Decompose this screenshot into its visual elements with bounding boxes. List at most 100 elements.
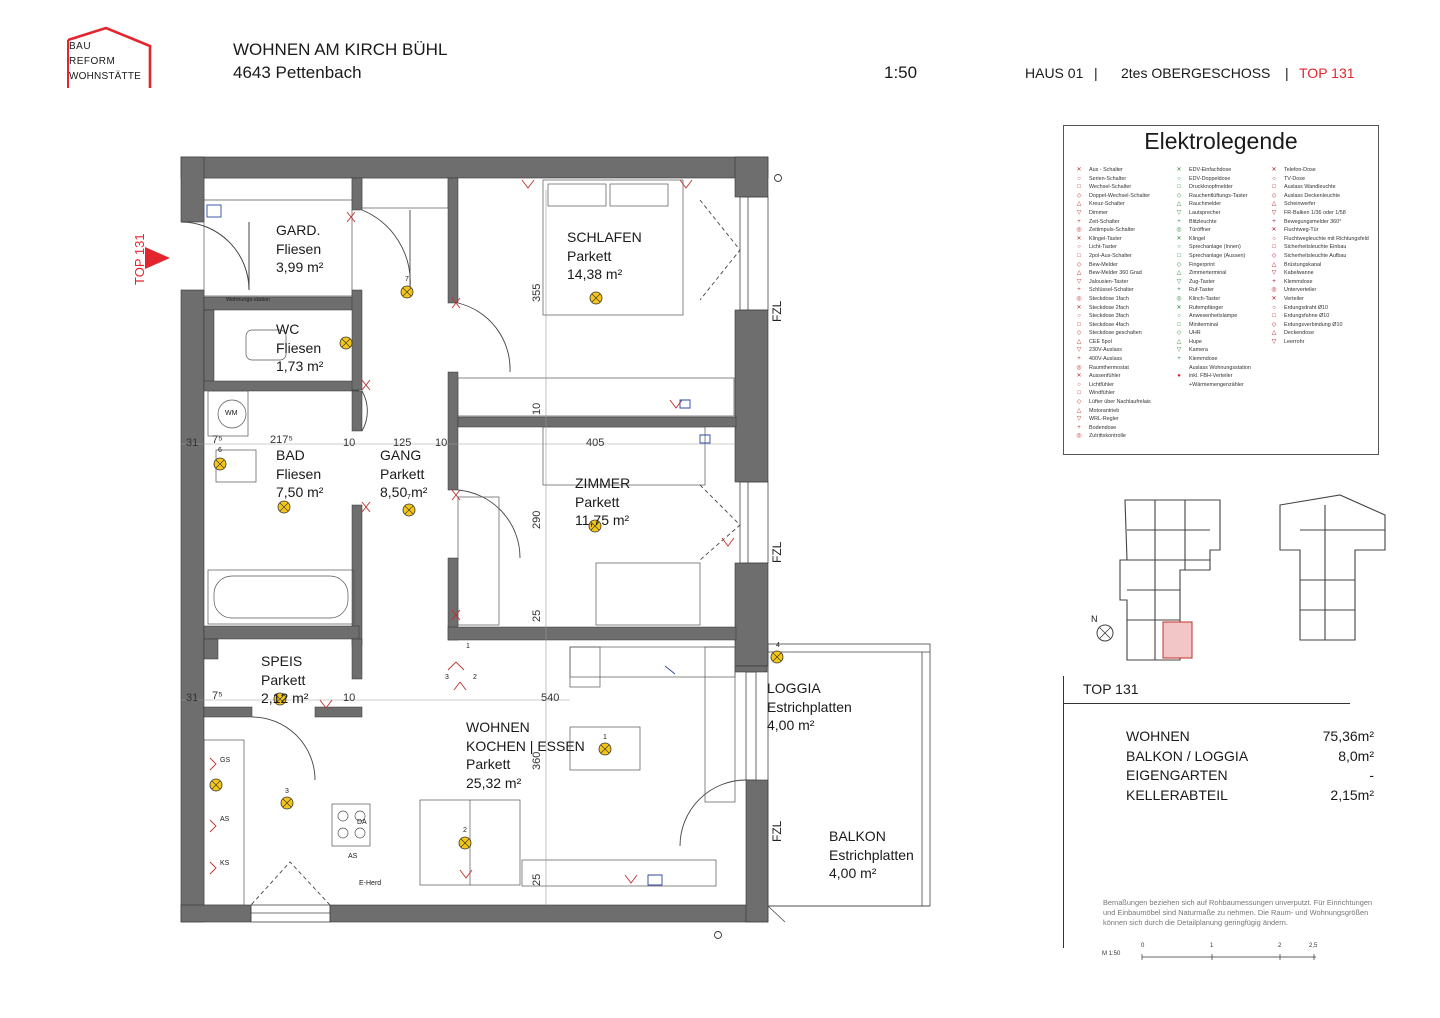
- room-floor: Fliesen: [276, 339, 322, 356]
- legend-item: ◇UHR: [1172, 329, 1259, 338]
- room-gard: GARD. Fliesen 3,99 m²: [276, 221, 323, 277]
- appliance-as-1: AS: [220, 816, 230, 823]
- entry-label: TOP 131: [132, 233, 147, 285]
- legend-label: Leerrohr: [1284, 338, 1305, 345]
- legend-label: Doppel-Wechsel-Schalter: [1089, 192, 1151, 199]
- legend-symbol-icon: □: [1177, 321, 1181, 328]
- room-balkon: BALKON Estrichplatten 4,00 m²: [829, 827, 914, 883]
- legend-label: Schlüssel-Schalter: [1089, 287, 1134, 294]
- legend-label: FR-Balken 1/36 oder 1/58: [1284, 209, 1346, 216]
- legend-item: ○Steckdose 3fach: [1072, 312, 1151, 321]
- legend-symbol-icon: ◇: [1271, 321, 1277, 328]
- dim-405: 405: [586, 437, 605, 449]
- legend-symbol-icon: □: [1272, 313, 1276, 320]
- legend-label: Auslass Wandleuchte: [1284, 184, 1336, 191]
- legend-symbol-icon: ◇: [1076, 399, 1082, 406]
- legend-item: ▽Dimmer: [1072, 209, 1151, 218]
- legend-item: +Ruf-Taster: [1172, 286, 1259, 295]
- summary-label: EIGENGARTEN: [1126, 767, 1228, 783]
- summary-row-balkon: BALKON / LOGGIA 8,0m²: [1126, 748, 1374, 764]
- legend-label: Sicherheitsleuchte Aufbau: [1284, 252, 1347, 259]
- legend-item: △Scheinwerfer: [1267, 200, 1369, 209]
- project-address: 4643 Pettenbach: [233, 63, 362, 82]
- legend-label: Unterverteiler: [1284, 287, 1317, 294]
- legend-label: Brüstungskanal: [1284, 261, 1322, 268]
- legend-label: WRL-Regler: [1089, 416, 1119, 423]
- appliance-e-herd: E-Herd: [359, 880, 382, 887]
- legend-symbol-icon: ▽: [1076, 278, 1082, 285]
- legend-item: +Blitzleuchte: [1172, 218, 1259, 227]
- legend-item: △Hupe: [1172, 338, 1259, 347]
- key-plan: [1096, 494, 1386, 661]
- legend-item: ▽Kabelwanne: [1267, 269, 1369, 278]
- legend-label: Kabelwanne: [1284, 270, 1314, 277]
- legend-label: Klingel-Taster: [1089, 235, 1122, 242]
- legend-item: ✕Klingel-Taster: [1072, 235, 1151, 244]
- circuit-number: 1: [603, 734, 607, 741]
- legend-symbol-icon: ◇: [1076, 261, 1082, 268]
- legend-label: Blitzleuchte: [1189, 218, 1217, 225]
- summary-label: BALKON / LOGGIA: [1126, 748, 1249, 764]
- legend-symbol-icon: △: [1176, 201, 1182, 208]
- dim-75a: 7⁵: [212, 434, 223, 446]
- room-gang: GANG Parkett 8,50 m²: [380, 446, 427, 502]
- legend-item: ◎Zeitimpuls-Schalter: [1072, 226, 1151, 235]
- legend-label: Zeit-Schalter: [1089, 218, 1120, 225]
- legend-item: ○Serien-Schalter: [1072, 175, 1151, 184]
- legend-symbol-icon: ▽: [1076, 416, 1082, 423]
- scale-label-0: 0: [1141, 943, 1145, 949]
- unit-label: TOP 131: [1299, 65, 1355, 81]
- circuit-number: 2: [463, 827, 467, 834]
- legend-label: TV-Dose: [1284, 175, 1305, 182]
- legend-label: Erdungsverbindung Ø10: [1284, 321, 1343, 328]
- room-name: GANG: [380, 447, 422, 463]
- legend-symbol-icon: ○: [1177, 244, 1181, 251]
- appliance-da: DA: [357, 819, 367, 826]
- legend-item: ▽Zug-Taster: [1172, 278, 1259, 287]
- room-floor: Parkett: [575, 493, 620, 510]
- legend-label: Lautsprecher: [1189, 209, 1221, 216]
- legend-item: ▽230V-Auslass: [1072, 346, 1151, 355]
- legend-item: ◎Steckdose 1fach: [1072, 295, 1151, 304]
- legend-symbol-icon: +: [1272, 278, 1276, 285]
- legend-symbol-icon: ✕: [1076, 373, 1082, 380]
- legend-symbol-icon: □: [1272, 244, 1276, 251]
- legend-symbol-icon: ▽: [1176, 209, 1182, 216]
- north-arrow-label: N: [1091, 614, 1098, 624]
- legend-label: Motorantrieb: [1089, 407, 1120, 414]
- room-name: BAD: [276, 447, 305, 463]
- legend-label: Windfühler: [1089, 390, 1115, 397]
- room-floor: Parkett: [261, 671, 306, 688]
- legend-symbol-icon: ✕: [1271, 295, 1277, 302]
- legend-item: □Druckknopfmelder: [1172, 183, 1259, 192]
- room-floor: Fliesen: [276, 240, 322, 257]
- legend-label: Fingerprint: [1189, 261, 1215, 268]
- legend-item: ◇Lüfter über Nachlaufrelais: [1072, 398, 1151, 407]
- legend-symbol-icon: +: [1177, 356, 1181, 363]
- legend-item: ✕EDV-Einfachdose: [1172, 166, 1259, 175]
- legend-item: ◇Sicherheitsleuchte Aufbau: [1267, 252, 1369, 261]
- legend-symbol-icon: △: [1271, 330, 1277, 337]
- legend-label: Fluchtwegleuchte mit Richtungsfeld: [1284, 235, 1369, 242]
- legend-symbol-icon: ✕: [1176, 304, 1182, 311]
- appliance-wohnungsstation: Wohnungs-station: [226, 297, 271, 303]
- legend-item: △Zimmerterminal: [1172, 269, 1259, 278]
- legend-symbol-icon: ✕: [1271, 167, 1277, 173]
- legend-symbol-icon: ○: [1077, 381, 1081, 388]
- room-wc: WC Fliesen 1,73 m²: [276, 320, 323, 376]
- legend-label: Steckdose 1fach: [1089, 295, 1129, 302]
- legend-symbol-icon: ▽: [1271, 209, 1277, 216]
- legend-label: Miniterminal: [1189, 321, 1219, 328]
- legend-symbol-icon: +: [1272, 218, 1276, 225]
- legend-item: ✕Klingel: [1172, 235, 1259, 244]
- legend-item: ▽Leerrohr: [1267, 338, 1369, 347]
- legend-symbol-icon: ○: [1077, 244, 1081, 251]
- legend-symbol-icon: △: [1076, 407, 1082, 414]
- scale-bar: [1141, 954, 1316, 960]
- legend-item: ○Licht-Taster: [1072, 243, 1151, 252]
- legend-symbol-icon: △: [1076, 338, 1082, 345]
- legend-symbol-icon: ○: [1272, 304, 1276, 311]
- legend-item: ▽ WRL-Regler: [1072, 415, 1151, 424]
- summary-value: 75,36m²: [1322, 728, 1374, 744]
